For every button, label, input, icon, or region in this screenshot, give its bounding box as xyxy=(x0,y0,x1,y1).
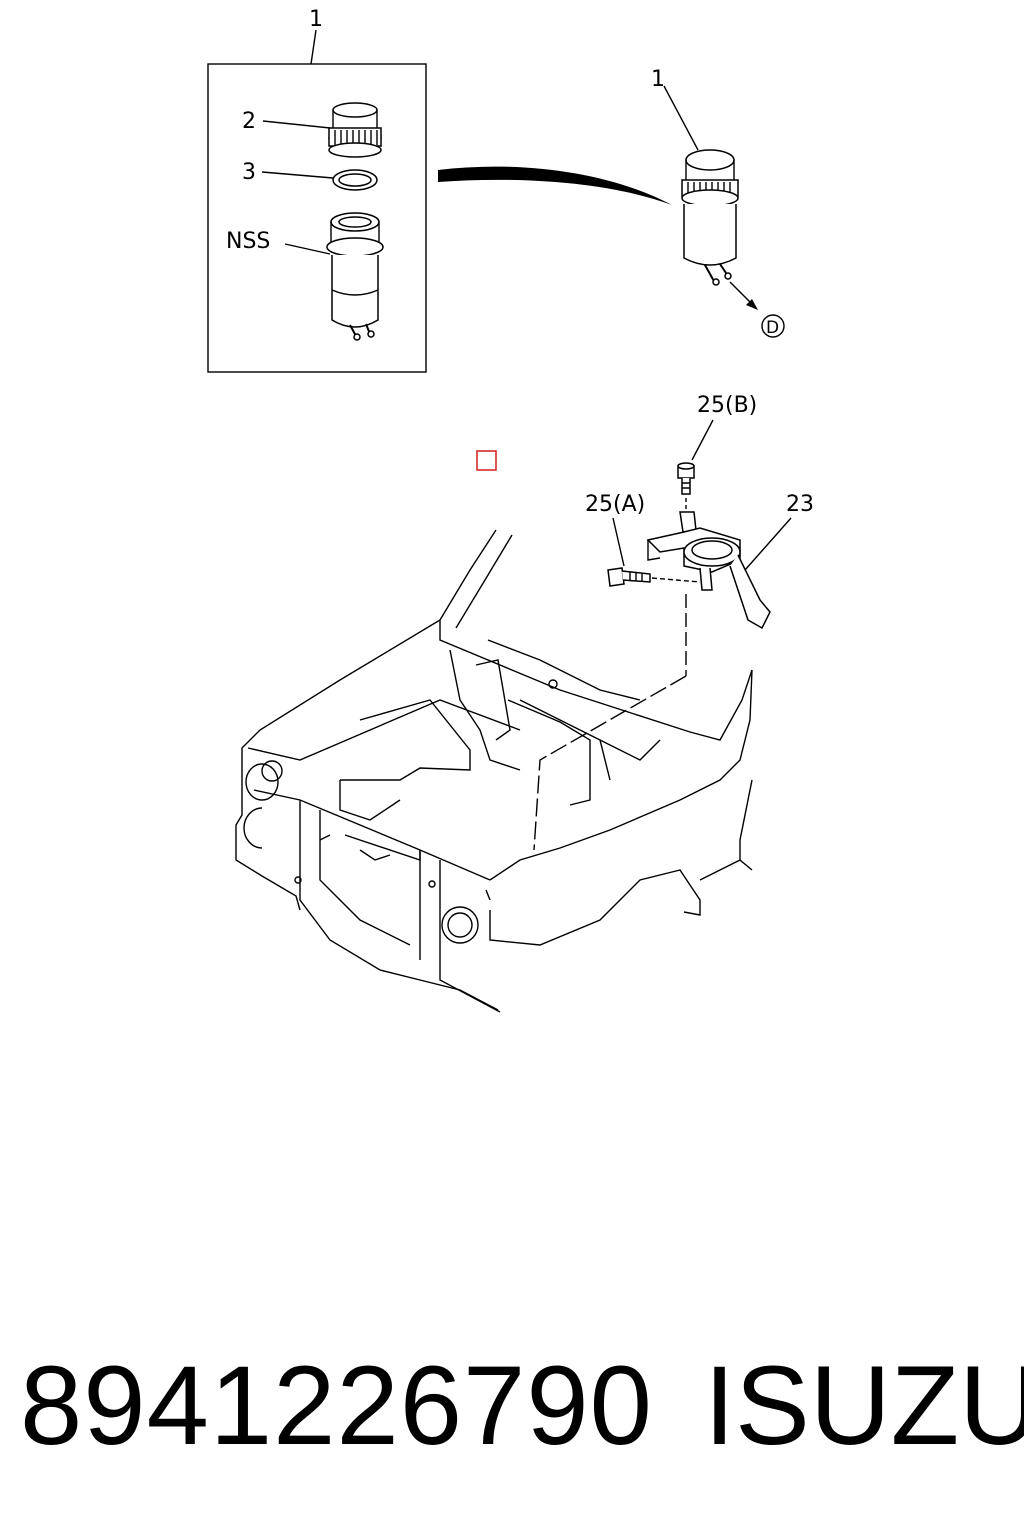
callout-bolt-a: 25(A) xyxy=(585,492,645,517)
bolt-a-drawing xyxy=(607,567,701,587)
part-number: 8941226790 xyxy=(20,1343,653,1468)
callout-connector-d: D xyxy=(766,318,779,338)
connection-arrow xyxy=(438,166,672,205)
leader-bracket xyxy=(744,517,792,571)
callout-bolt-b: 25(B) xyxy=(697,393,757,418)
inset-frame xyxy=(207,63,427,373)
leader-bolt-a xyxy=(612,517,625,567)
leader-nss xyxy=(284,243,331,255)
cap-drawing xyxy=(328,102,382,158)
reservoir-assembled-drawing xyxy=(681,149,739,286)
vehicle-front-body xyxy=(235,529,753,1013)
seal-drawing xyxy=(332,169,378,191)
inset-box: 1 2 3 xyxy=(207,7,427,373)
marker-square xyxy=(476,450,497,471)
brand-name: ISUZU xyxy=(704,1343,1024,1468)
callout-seal: 3 xyxy=(242,160,256,185)
bolt-b-drawing xyxy=(677,462,695,512)
callout-assembled: 1 xyxy=(651,67,665,92)
bracket-drawing xyxy=(646,511,771,630)
leader-seal xyxy=(261,171,334,179)
arrow-to-d-head xyxy=(746,299,758,310)
leader-mount-path xyxy=(533,675,687,851)
reservoir-nss-drawing xyxy=(326,212,384,341)
callout-inset-part: 1 xyxy=(309,7,323,32)
leader-inset xyxy=(310,29,317,65)
connector-d-circle xyxy=(761,314,785,338)
leader-assembled xyxy=(663,85,699,151)
leader-bolt-b xyxy=(691,419,714,461)
leader-cap xyxy=(262,120,331,129)
callout-cap: 2 xyxy=(242,109,256,134)
callout-bracket: 23 xyxy=(786,492,814,517)
callout-nss: NSS xyxy=(226,229,270,254)
